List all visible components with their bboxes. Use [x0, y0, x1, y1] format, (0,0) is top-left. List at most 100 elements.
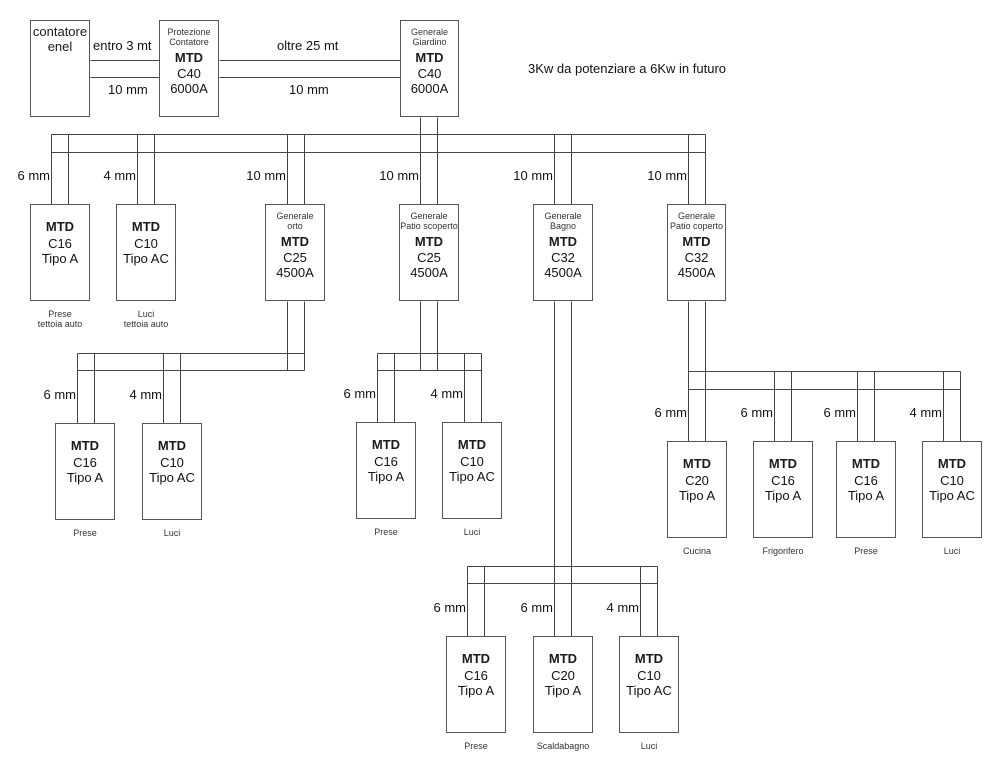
breaker-type: MTD: [548, 234, 578, 249]
breaker-title: Contatore: [169, 37, 209, 47]
breaker-title: Patio scoperto: [400, 221, 458, 231]
breaker-rating: C32: [551, 250, 575, 265]
breaker-type: MTD: [851, 456, 881, 471]
cable-size-label: 4 mm: [430, 386, 464, 401]
cable-size-label: 10 mm: [513, 168, 553, 183]
breaker-rating: C10: [460, 454, 484, 469]
meter-label-1: contatore: [32, 24, 88, 39]
circuit-caption: Luci: [463, 527, 481, 537]
breaker-rating: C32: [684, 250, 709, 265]
breaker-rating: C40: [177, 66, 201, 81]
breaker-kind: Tipo AC: [449, 469, 495, 484]
cable-size-label: 4 mm: [129, 386, 163, 402]
breaker-protezione-contatore[interactable]: Protezione Contatore MTD C40 6000A: [159, 20, 219, 117]
breaker-rating: C16: [771, 473, 795, 488]
breaker-rating: C16: [48, 236, 72, 251]
cable-size-label: 10 mm: [246, 168, 286, 183]
breaker-title: Generale: [276, 211, 314, 221]
cable-size-label: 6 mm: [654, 405, 688, 420]
breaker-title: Protezione: [167, 27, 211, 37]
breaker-title: Generale: [544, 211, 582, 221]
breaker-kind: Tipo A: [457, 683, 495, 698]
breaker-type: MTD: [174, 50, 204, 65]
breaker-capacity: 6000A: [410, 81, 449, 96]
breaker-title: Generale: [410, 211, 448, 221]
circuit-caption: Cucina: [682, 546, 711, 556]
cable-size-label: 6 mm: [823, 405, 857, 420]
breaker-rating: C20: [685, 473, 709, 488]
cable-distance-label: entro 3 mt: [93, 38, 152, 53]
circuit-caption: Prese: [374, 527, 398, 537]
breaker-capacity: 4500A: [276, 265, 314, 280]
breaker-rating: C20: [551, 668, 575, 683]
cable-size-label: 4 mm: [606, 599, 640, 615]
breaker-kind: Tipo AC: [626, 683, 672, 698]
breaker-title: Patio coperto: [669, 221, 724, 231]
breaker-kind: Tipo A: [847, 488, 885, 503]
breaker-type: MTD: [768, 456, 798, 471]
meter-box[interactable]: contatore enel: [30, 20, 90, 117]
breaker-type: MTD: [682, 234, 711, 249]
breaker-capacity: 6000A: [170, 81, 208, 96]
cable-size-label: 10 mm: [379, 168, 419, 183]
breaker-type: MTD: [634, 651, 664, 666]
power-note: 3Kw da potenziare a 6Kw in futuro: [528, 61, 727, 76]
cable-distance-label: oltre 25 mt: [277, 38, 339, 53]
breaker-capacity: 4500A: [410, 265, 448, 280]
breaker-title: Bagno: [549, 221, 577, 231]
breaker-type: MTD: [70, 438, 100, 453]
breaker-rating: C25: [283, 250, 307, 265]
breaker-type: MTD: [548, 651, 578, 666]
breaker-rating: C16: [464, 668, 488, 683]
breaker-capacity: 4500A: [544, 265, 582, 280]
breaker-type: MTD: [157, 438, 187, 453]
breaker-rating: C16: [854, 473, 878, 488]
breaker-type: MTD: [415, 50, 444, 65]
breaker-kind: Tipo AC: [929, 488, 975, 503]
breaker-capacity: 4500A: [677, 265, 716, 280]
breaker-rating: C10: [637, 668, 661, 683]
cable-size-label: 6 mm: [343, 386, 377, 401]
meter-label-2: enel: [47, 39, 73, 54]
breaker-type: MTD: [280, 234, 310, 249]
cable-size-label: 6 mm: [520, 599, 554, 615]
breaker-kind: Tipo A: [66, 470, 104, 485]
cable-size-label: 10 mm: [289, 82, 329, 97]
breaker-kind: Tipo A: [678, 488, 716, 503]
cable-size-label: 6 mm: [43, 386, 77, 402]
breaker-title: orto: [287, 221, 303, 231]
breaker-rating: C10: [134, 236, 158, 251]
circuit-caption: Scaldabagno: [536, 741, 590, 751]
cable-size-label: 6 mm: [740, 405, 774, 420]
breaker-rating: C25: [417, 250, 441, 265]
circuit-caption: Luci: [640, 741, 658, 751]
breaker-rating: C16: [73, 455, 97, 470]
breaker-generale-giardino[interactable]: Generale Giardino MTD C40 6000A: [400, 20, 459, 117]
breaker-kind: Tipo AC: [149, 470, 195, 485]
breaker-type: MTD: [414, 234, 444, 249]
cable-size-label: 10 mm: [108, 82, 148, 97]
breaker-kind: Tipo A: [367, 469, 405, 484]
breaker-kind: Tipo A: [764, 488, 802, 503]
breaker-type: MTD: [461, 651, 491, 666]
breaker-rating: C16: [374, 454, 398, 469]
